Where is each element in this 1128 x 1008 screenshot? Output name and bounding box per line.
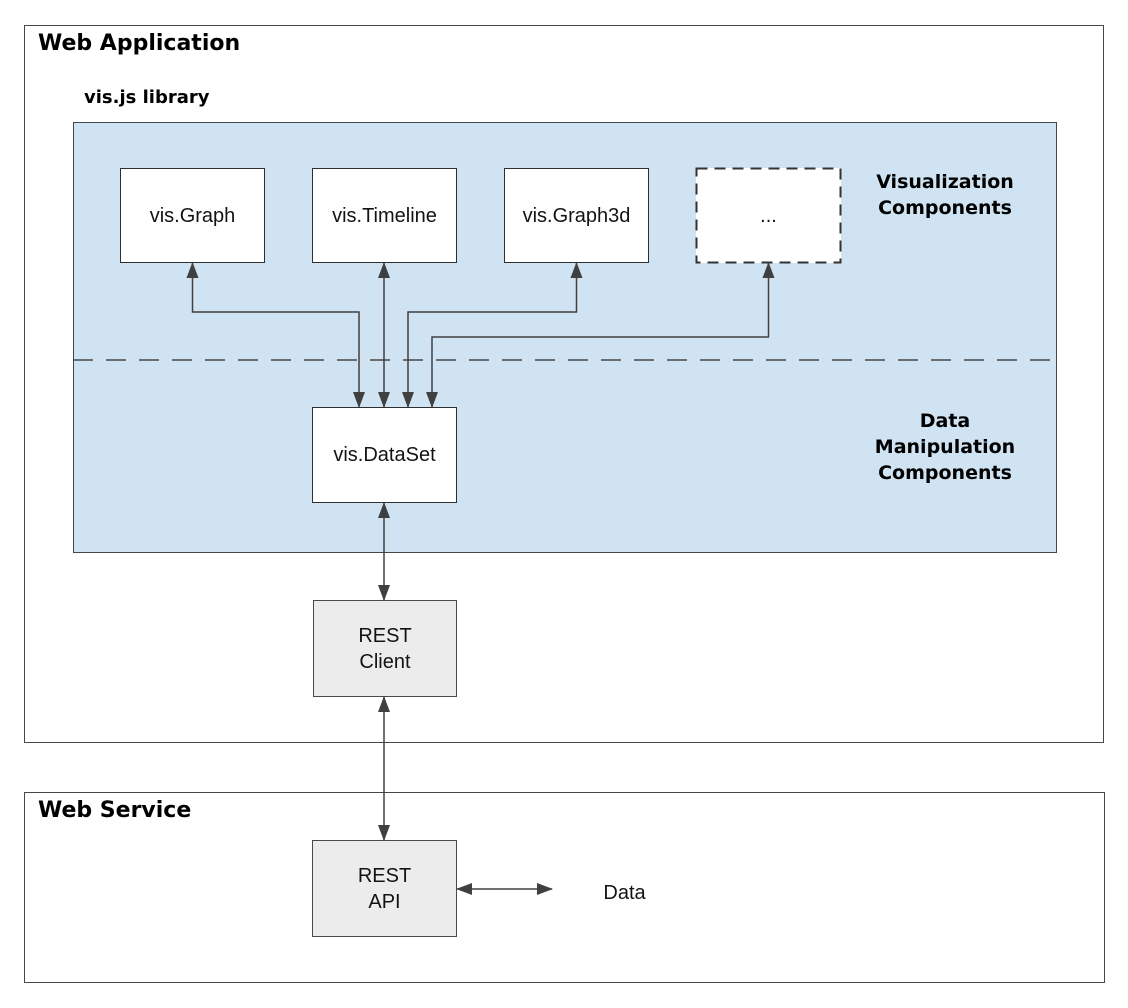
visjs-library-title: vis.js library — [84, 87, 210, 108]
web-application-title: Web Application — [38, 31, 241, 56]
node-vis-graph-label: vis.Graph — [149, 204, 236, 227]
node-rest-client-label: REST Client — [358, 624, 412, 673]
node-vis-graph3d-label: vis.Graph3d — [522, 204, 631, 227]
node-vis-graph3d: vis.Graph3d — [504, 168, 649, 263]
web-service-title: Web Service — [38, 798, 192, 823]
node-rest-api-label: REST API — [357, 864, 412, 913]
visualization-components-label: Visualization Components — [876, 171, 1014, 219]
node-vis-dataset: vis.DataSet — [312, 407, 457, 503]
data-store-label: Data — [552, 848, 697, 938]
data-manipulation-components-label: Data Manipulation Components — [874, 410, 1016, 484]
node-more-components: ... — [696, 168, 841, 263]
node-rest-client: REST Client — [313, 600, 457, 697]
node-vis-timeline-label: vis.Timeline — [332, 204, 437, 227]
node-vis-dataset-label: vis.DataSet — [333, 444, 436, 466]
node-vis-graph: vis.Graph — [120, 168, 265, 263]
node-more-components-label: ... — [760, 204, 777, 227]
node-rest-api: REST API — [312, 840, 457, 937]
data-store-label-text: Data — [603, 881, 646, 904]
node-vis-timeline: vis.Timeline — [312, 168, 457, 263]
